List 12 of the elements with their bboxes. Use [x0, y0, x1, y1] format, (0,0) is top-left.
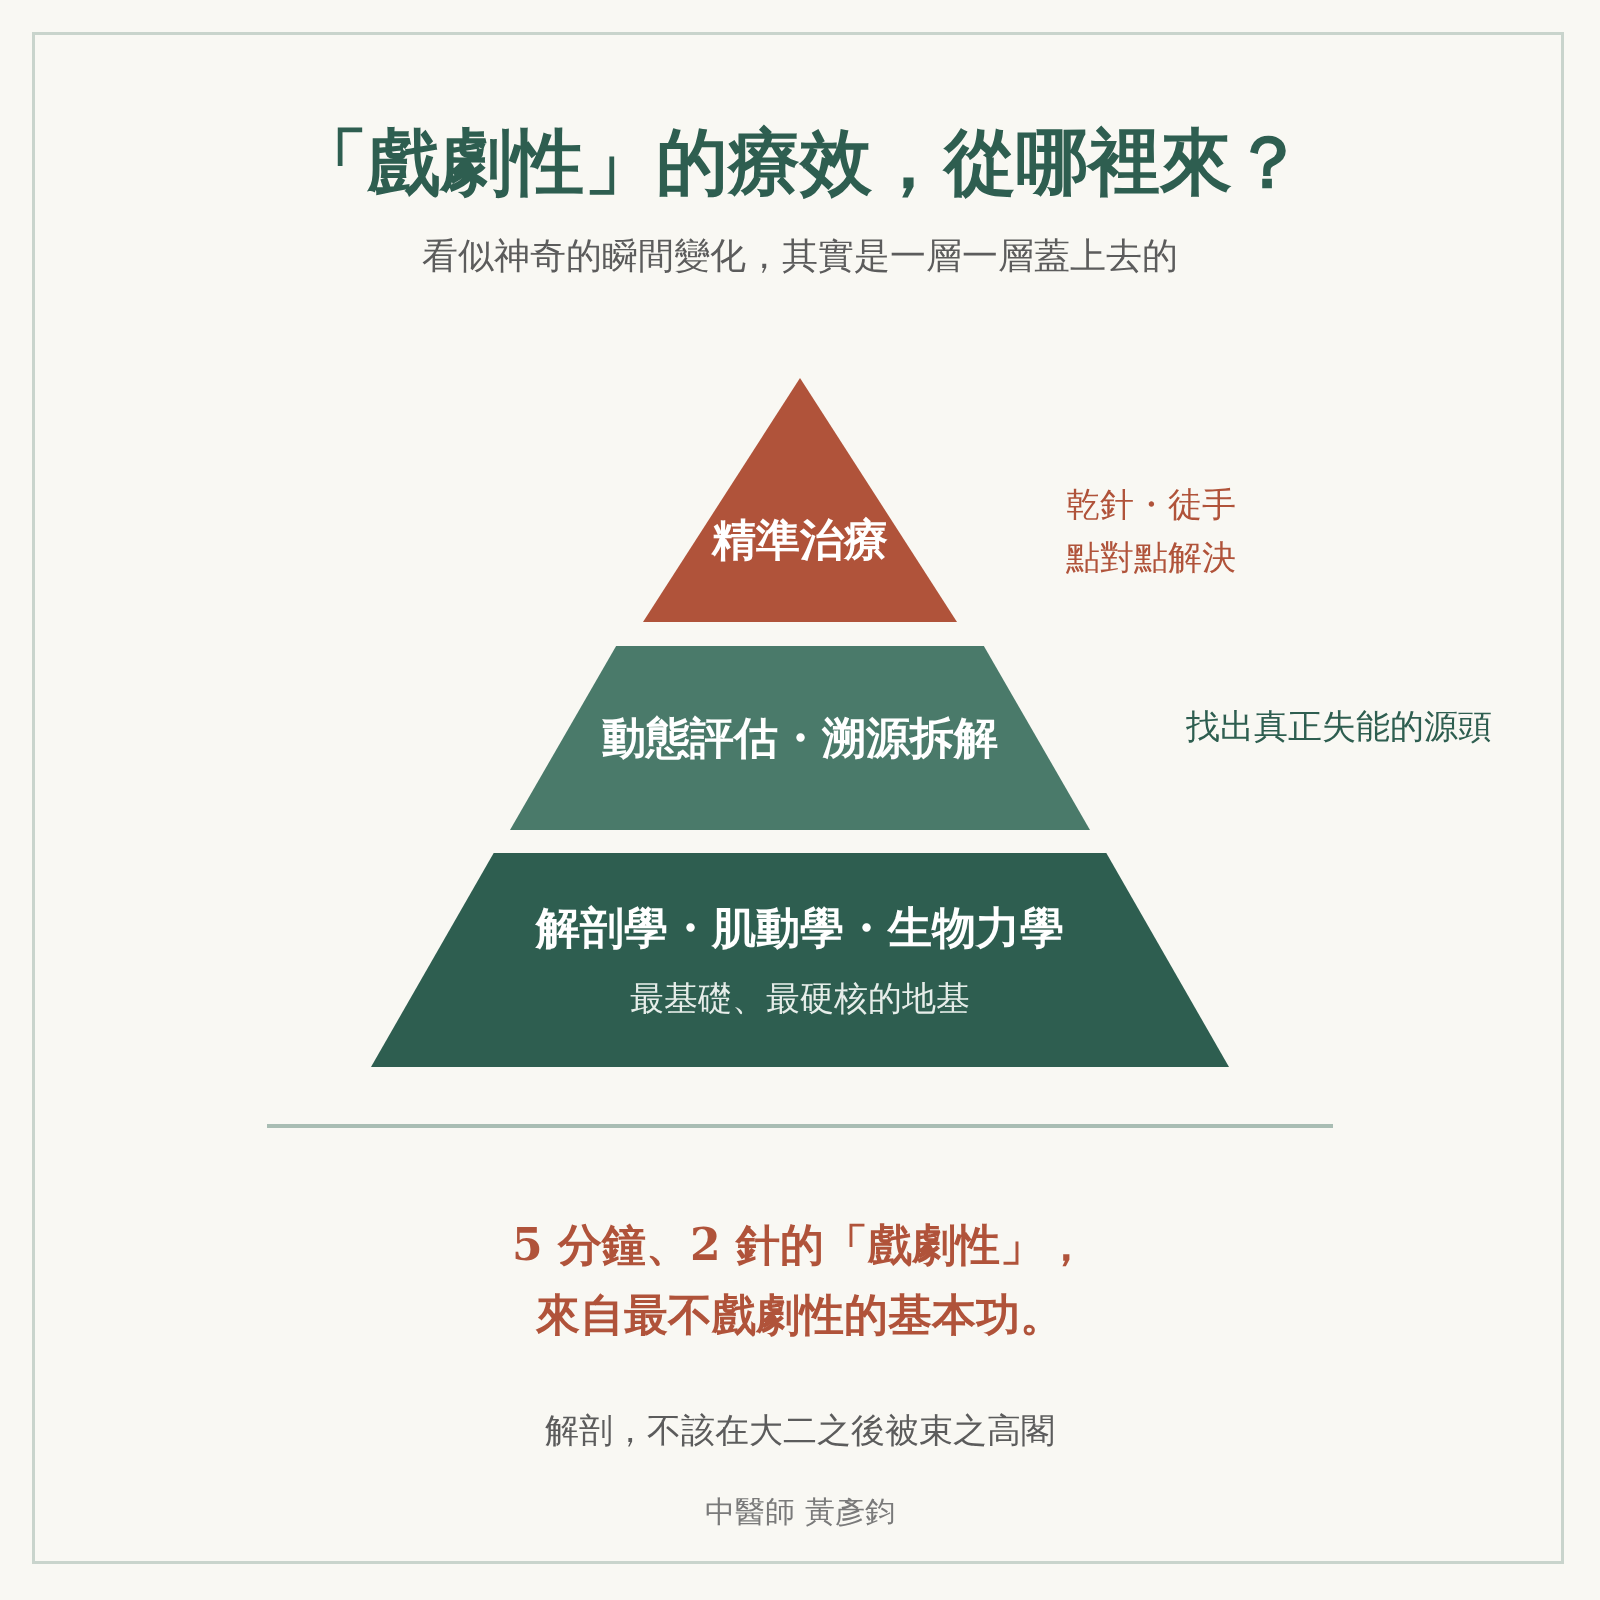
title: 「戲劇性」的療效，從哪裡來？ [295, 118, 1305, 206]
conclusion-text: 5 分鐘、2 針的「戲劇性」， [511, 1218, 1089, 1272]
tier-title: 精準治療 [712, 512, 888, 567]
tier-title: 動態評估・溯源拆解 [602, 710, 998, 765]
note-text: 解剖，不該在大二之後被束之高閣 [544, 1409, 1056, 1452]
subtitle: 看似神奇的瞬間變化，其實是一層一層蓋上去的 [421, 234, 1179, 278]
side-note: 找出真正失能的源頭 [1186, 705, 1493, 748]
tier-title: 解剖學・肌動學・生物力學 [536, 900, 1064, 955]
tier-note: 最基礎、最硬核的地基 [630, 976, 970, 1020]
conclusion-text: 來自最不戲劇性的基本功。 [535, 1288, 1065, 1342]
author-credit: 中醫師 黃彥鈞 [704, 1493, 896, 1531]
side-note: 乾針・徒手點對點解決 [1066, 483, 1237, 579]
